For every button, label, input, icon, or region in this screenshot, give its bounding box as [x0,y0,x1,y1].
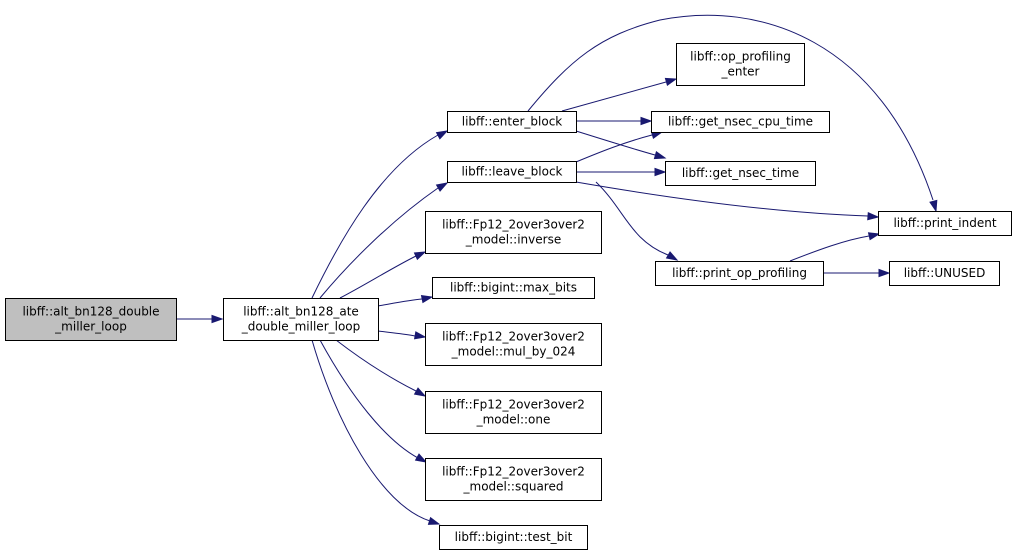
node-box[interactable] [447,161,577,183]
nodes-layer: libff::alt_bn128_double_miller_looplibff… [5,43,1012,550]
edge-ate-to-inverse [339,255,417,299]
edge-leave-to-printop [595,181,669,256]
arrowhead-ate-to-squared [414,453,428,463]
edge-ate-to-mul024 [377,330,416,337]
edge-leave-to-indent [575,181,869,217]
arrowhead-ate-to-leave [435,182,449,192]
node-mul024[interactable]: libff::Fp12_2over3over2_model::mul_by_02… [425,323,602,366]
node-unused[interactable]: libff::UNUSED [889,261,1000,286]
node-box[interactable] [425,458,602,501]
node-box[interactable] [447,111,577,133]
node-label-line: _model::inverse [465,233,561,247]
node-label-line: libff::print_op_profiling [672,266,807,280]
node-nsectime[interactable]: libff::get_nsec_time [665,161,816,186]
node-maxbits[interactable]: libff::bigint::max_bits [432,277,595,299]
arrowhead-ate-to-mul024 [413,331,427,340]
arrowhead-ate-to-enter [435,130,449,140]
node-testbit[interactable]: libff::bigint::test_bit [439,525,588,550]
node-label-line: libff::op_profiling [690,50,791,64]
arrowhead-ate-to-one [413,387,427,397]
arrowhead-enter-to-cputime [640,116,653,126]
edge-enter-to-opprof [561,81,667,112]
node-box[interactable] [223,298,379,341]
edge-ate-to-leave [319,187,439,299]
edges-layer [175,14,938,525]
node-label-line: libff::Fp12_2over3over2 [442,398,585,412]
node-ate[interactable]: libff::alt_bn128_ate_double_miller_loop [223,298,379,341]
node-box[interactable] [439,525,588,550]
edge-enter-to-nsectime [575,130,656,156]
node-label-line: libff::alt_bn128_ate [243,305,359,319]
arrowhead-root-to-ate [211,314,224,324]
node-opprof[interactable]: libff::op_profiling_enter [676,43,805,86]
edge-ate-to-enter [311,134,439,299]
node-label-line: _model::mul_by_024 [451,345,576,359]
node-box[interactable] [676,43,805,86]
node-label-line: _enter [720,65,759,79]
node-squared[interactable]: libff::Fp12_2over3over2_model::squared [425,458,602,501]
node-box[interactable] [878,211,1012,236]
node-enter[interactable]: libff::enter_block [447,111,577,133]
node-label-line: libff::Fp12_2over3over2 [442,465,585,479]
arrowhead-enter-to-opprof [664,77,678,86]
node-box[interactable] [5,298,177,341]
node-label-line: libff::alt_bn128_double [22,305,159,319]
node-label-line: _miller_loop [54,320,127,334]
node-label-line: _model::one [476,413,551,427]
node-inverse[interactable]: libff::Fp12_2over3over2_model::inverse [425,211,602,254]
node-printop[interactable]: libff::print_op_profiling [655,261,824,286]
node-label-line: libff::enter_block [462,115,563,129]
arrowhead-leave-to-nsectime [654,167,667,177]
node-box[interactable] [651,111,830,133]
node-box[interactable] [432,277,595,299]
node-label-line: libff::get_nsec_time [682,166,799,180]
edge-ate-to-testbit [311,339,431,522]
arrowhead-enter-to-nsectime [653,151,667,160]
edge-enter-to-indent [527,14,934,201]
node-box[interactable] [889,261,1000,286]
edge-ate-to-maxbits [377,298,423,307]
node-label-line: libff::bigint::max_bits [450,281,577,295]
node-label-line: libff::get_nsec_cpu_time [668,115,813,129]
node-one[interactable]: libff::Fp12_2over3over2_model::one [425,391,602,434]
arrowhead-leave-to-indent [867,211,880,221]
node-indent[interactable]: libff::print_indent [878,211,1012,236]
node-label-line: _double_miller_loop [241,320,361,334]
node-label-line: libff::leave_block [461,165,562,179]
node-box[interactable] [665,161,816,186]
node-leave[interactable]: libff::leave_block [447,161,577,183]
arrowhead-printop-to-unused [878,268,891,278]
edge-ate-to-one [335,339,417,392]
node-label-line: libff::Fp12_2over3over2 [442,218,585,232]
arrowhead-printop-to-indent [867,232,881,241]
arrowhead-leave-to-printop [665,251,679,261]
node-label-line: _model::squared [463,480,564,494]
node-box[interactable] [425,211,602,254]
node-label-line: libff::UNUSED [904,266,986,280]
node-box[interactable] [655,261,824,286]
arrowhead-enter-to-indent [929,199,938,213]
node-label-line: libff::bigint::test_bit [455,530,573,544]
node-box[interactable] [425,323,602,366]
node-cputime[interactable]: libff::get_nsec_cpu_time [651,111,830,133]
arrowhead-ate-to-inverse [413,251,427,261]
node-label-line: libff::Fp12_2over3over2 [442,330,585,344]
edge-ate-to-squared [319,339,419,459]
node-label-line: libff::print_indent [893,216,996,230]
node-root[interactable]: libff::alt_bn128_double_miller_loop [5,298,177,341]
edge-printop-to-indent [789,235,870,262]
node-box[interactable] [425,391,602,434]
arrowhead-ate-to-maxbits [420,294,434,304]
arrowhead-ate-to-testbit [427,516,441,525]
edge-leave-to-cputime [575,134,653,163]
